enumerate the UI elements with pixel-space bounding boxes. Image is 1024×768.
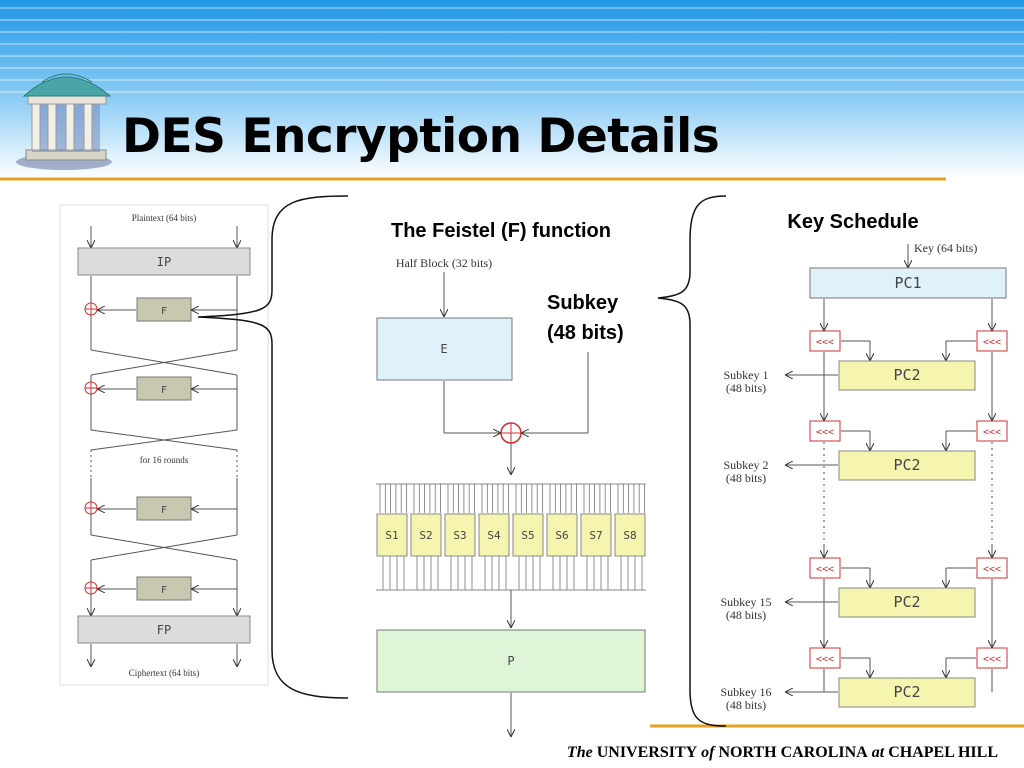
ip-box <box>77 247 251 276</box>
subkey-name: Subkey 2 <box>724 458 769 472</box>
pc2-box <box>838 587 976 618</box>
rotate-left-box <box>976 330 1008 352</box>
f-label-3: F <box>161 505 167 516</box>
sbox-4 <box>478 513 510 557</box>
rotate-left-label: <<< <box>983 564 1001 575</box>
sbox-row: S1 S2 S3 S4 S5 S6 S7 S8 <box>376 513 646 590</box>
right-brace <box>657 195 727 727</box>
subkey-bits: (48 bits) <box>726 471 766 485</box>
sbox-2 <box>410 513 442 557</box>
rotate-left-box <box>809 330 841 352</box>
sbox-label: S4 <box>487 529 501 542</box>
rotate-left-label: <<< <box>816 427 834 438</box>
page-title: DES Encryption Details <box>122 109 719 164</box>
key-schedule-diagram: Key Schedule Key (64 bits) PC1 <<< <<< PC2… <box>721 211 1008 712</box>
sbox-1 <box>376 513 408 557</box>
subkey-bits: (48 bits) <box>726 608 766 622</box>
expansion-box <box>376 317 513 381</box>
f-label-2: F <box>161 385 167 396</box>
rotate-left-box <box>809 647 841 669</box>
pc1-box <box>809 267 1007 299</box>
f-label-4: F <box>161 585 167 596</box>
rotate-left-label: <<< <box>983 427 1001 438</box>
sbox-3 <box>444 513 476 557</box>
key-schedule-heading: Key Schedule <box>787 211 918 233</box>
footer-university: UNIVERSITY <box>597 744 698 761</box>
pc2-box <box>838 677 976 708</box>
ciphertext-label: Ciphertext (64 bits) <box>129 668 200 678</box>
ip-label: IP <box>157 255 171 269</box>
sbox-label: S7 <box>589 529 602 542</box>
fp-label: FP <box>157 623 171 637</box>
footer-state: NORTH CAROLINA <box>719 744 869 761</box>
sbox-8 <box>614 513 646 557</box>
feistel-function-diagram: The Feistel (F) function Half Block (32 … <box>376 220 646 736</box>
rotate-left-label: <<< <box>816 337 834 348</box>
rotate-left-box <box>976 647 1008 669</box>
sbox-7 <box>580 513 612 557</box>
footer-of: of <box>701 744 716 761</box>
feistel-heading: The Feistel (F) function <box>391 220 611 242</box>
sbox-6 <box>546 513 578 557</box>
subkey-label-line2: (48 bits) <box>547 322 624 344</box>
permutation-box <box>376 629 646 693</box>
sbox-label: S5 <box>521 529 534 542</box>
expansion-label: E <box>440 342 447 356</box>
rotate-left-box <box>976 420 1008 442</box>
subkey-bits: (48 bits) <box>726 698 766 712</box>
subkey-label-line1: Subkey <box>547 292 619 314</box>
footer-city: CHAPEL HILL <box>888 744 998 761</box>
pc2-box <box>838 360 976 391</box>
subkey-bits: (48 bits) <box>726 381 766 395</box>
rotate-left-label: <<< <box>816 564 834 575</box>
left-brace <box>197 195 349 699</box>
sbox-label: S6 <box>555 529 568 542</box>
pc2-label: PC2 <box>893 683 920 701</box>
university-footer: The UNIVERSITY of NORTH CAROLINA at CHAP… <box>567 744 998 761</box>
rotate-left-box <box>809 557 841 579</box>
sbox-input-wires <box>379 484 645 513</box>
footer-at: at <box>872 744 885 761</box>
rotate-left-label: <<< <box>816 654 834 665</box>
subkey-name: Subkey 15 <box>721 595 772 609</box>
fp-box <box>77 615 251 644</box>
pc2-box <box>838 450 976 481</box>
f-label-1: F <box>161 306 167 317</box>
header-band <box>0 0 1024 178</box>
pc2-label: PC2 <box>893 593 920 611</box>
rounds-label: for 16 rounds <box>140 455 189 465</box>
rotate-left-label: <<< <box>983 337 1001 348</box>
pc1-label: PC1 <box>894 274 921 292</box>
sbox-5 <box>512 513 544 557</box>
sbox-label: S1 <box>385 529 398 542</box>
sbox-label: S2 <box>419 529 432 542</box>
pc2-label: PC2 <box>893 456 920 474</box>
des-overview-diagram: Plaintext (64 bits) IP F F for 16 rounds… <box>59 204 269 686</box>
half-block-label: Half Block (32 bits) <box>396 256 492 270</box>
subkey-name: Subkey 1 <box>724 368 769 382</box>
footer-the: The <box>567 744 593 761</box>
plaintext-label: Plaintext (64 bits) <box>132 213 197 223</box>
pc2-label: PC2 <box>893 366 920 384</box>
key-input-label: Key (64 bits) <box>914 241 977 255</box>
subkey-name: Subkey 16 <box>721 685 772 699</box>
rotate-left-box <box>976 557 1008 579</box>
sbox-label: S3 <box>453 529 466 542</box>
rotate-left-label: <<< <box>983 654 1001 665</box>
permutation-label: P <box>507 654 514 668</box>
rotate-left-box <box>809 420 841 442</box>
old-well-icon <box>16 73 112 170</box>
sbox-label: S8 <box>623 529 636 542</box>
